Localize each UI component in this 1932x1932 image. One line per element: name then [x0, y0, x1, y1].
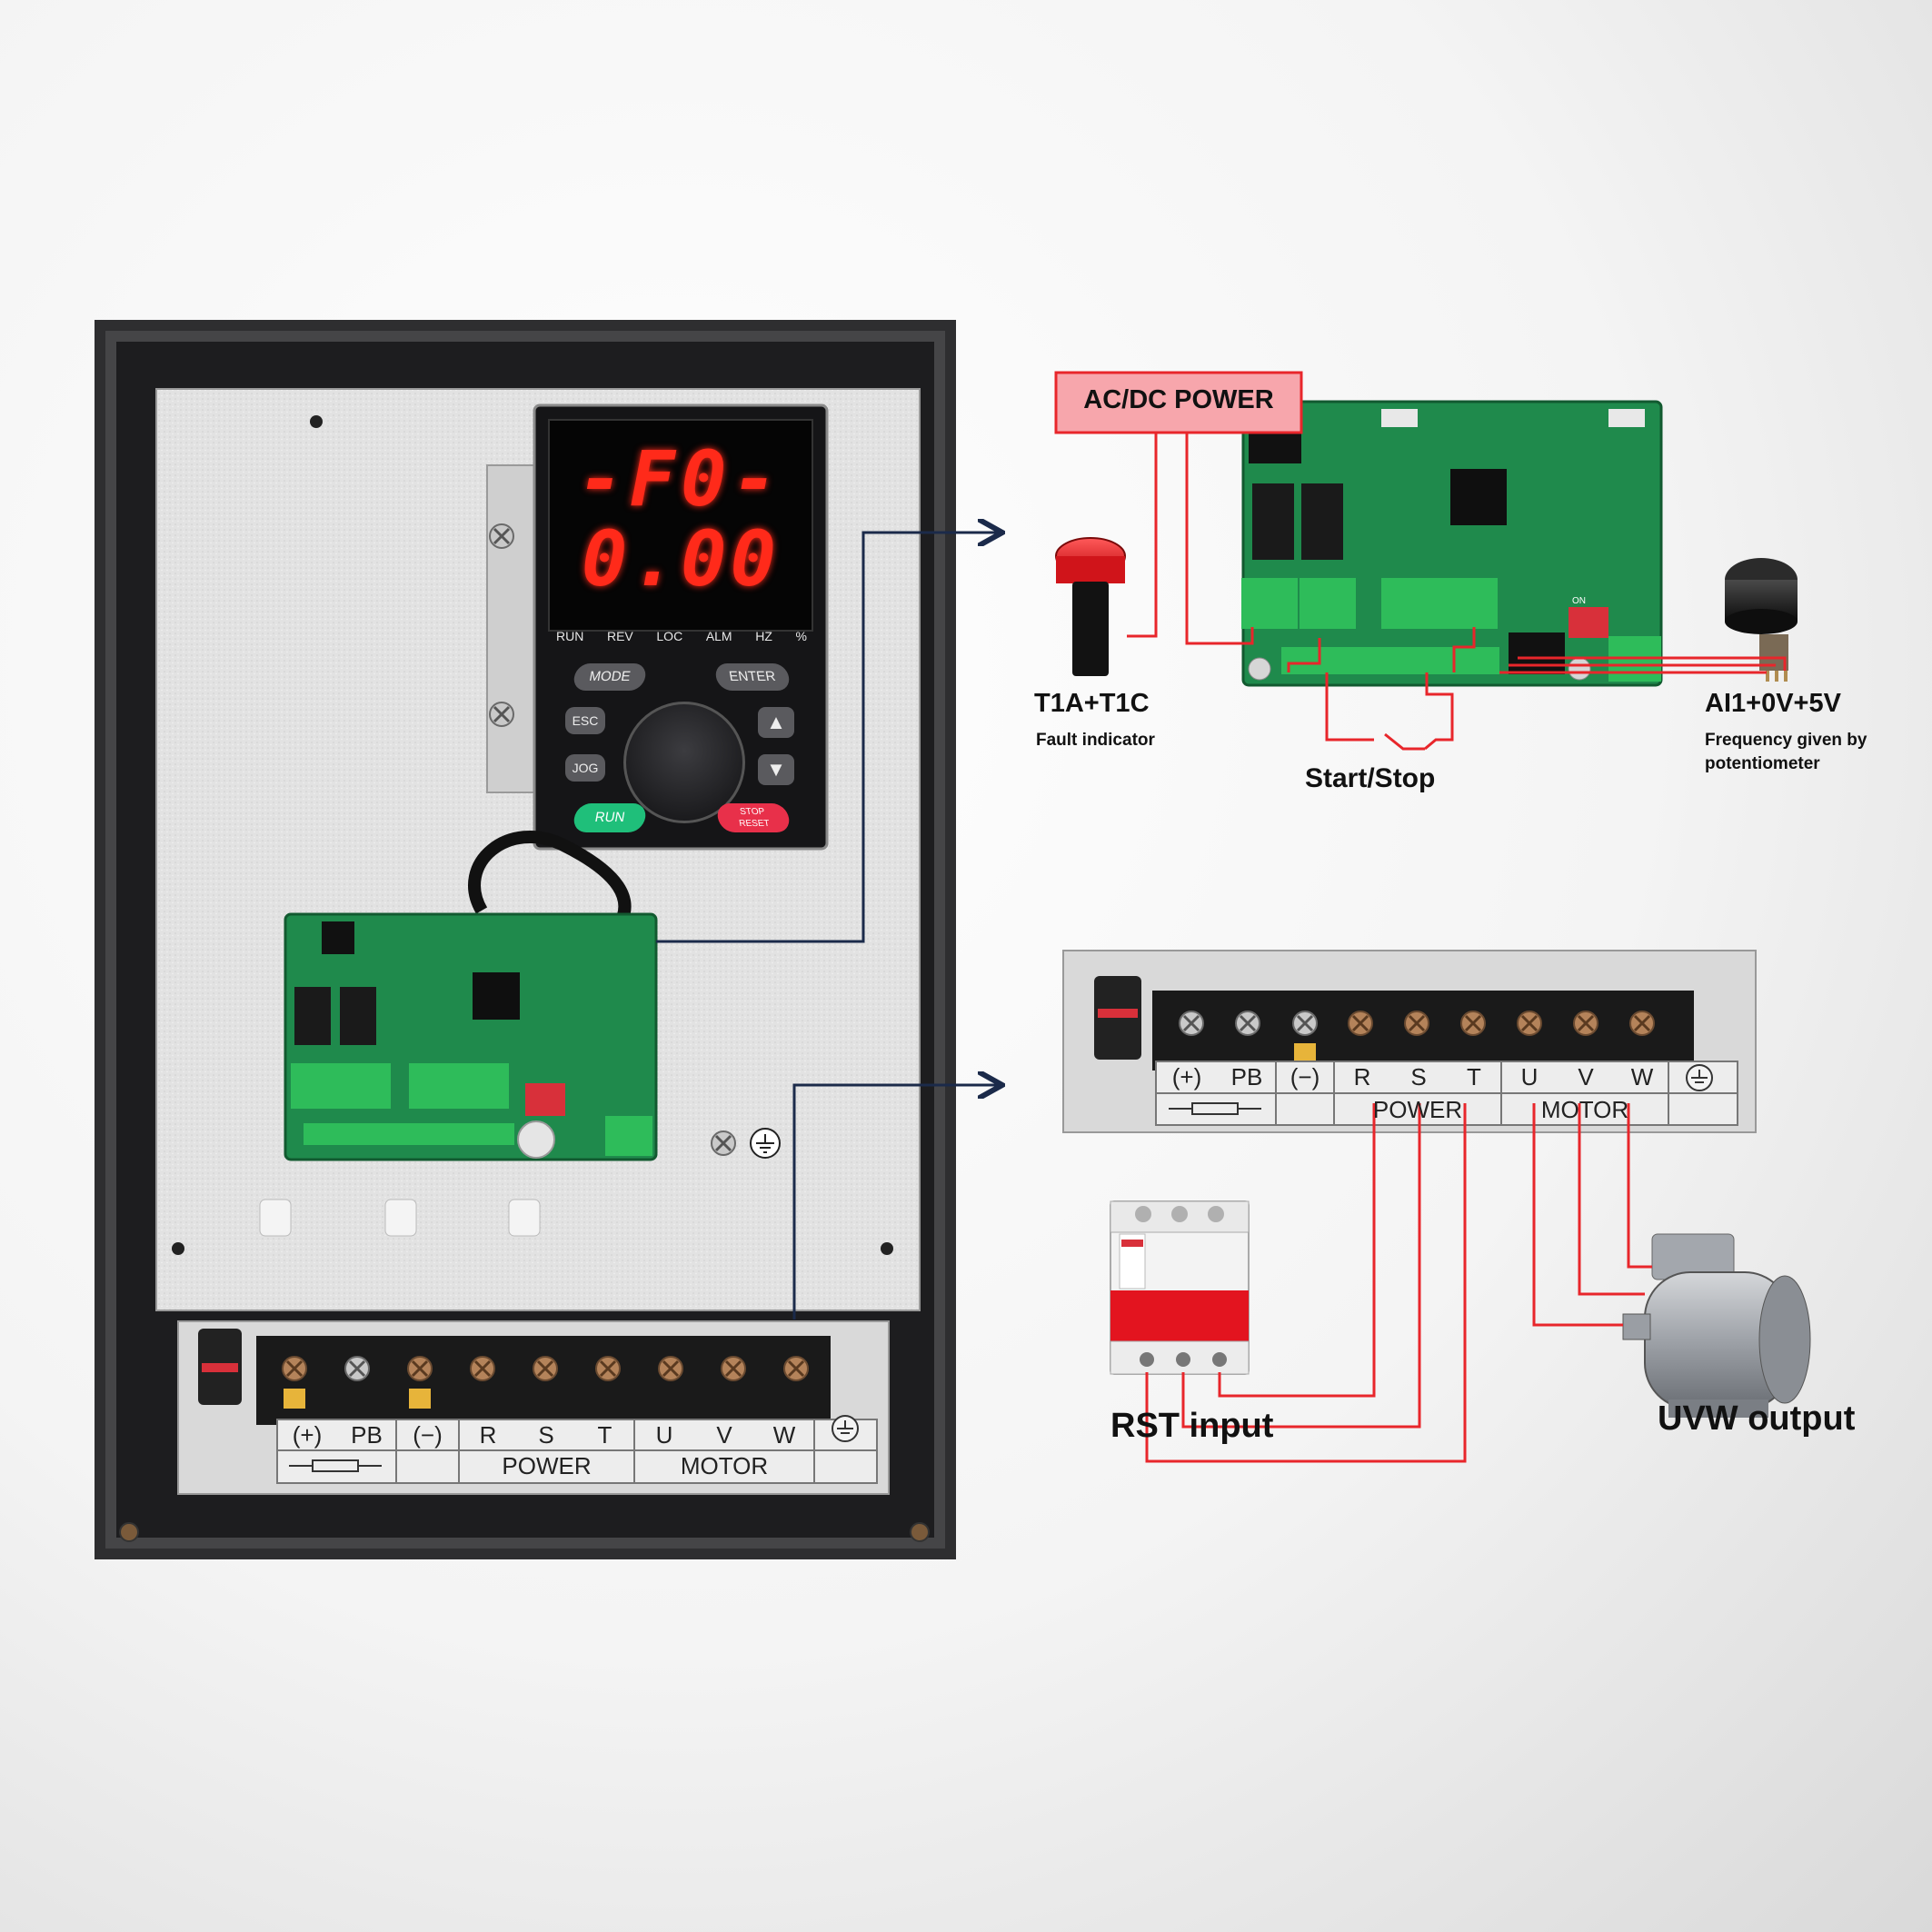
- keypad: [533, 403, 829, 851]
- callout-connectors: [656, 533, 1000, 1320]
- enter-button[interactable]: ENTER: [713, 663, 792, 691]
- terminal-minus: (−): [1290, 1063, 1320, 1090]
- left-group-power: POWER: [502, 1452, 592, 1479]
- jog-button[interactable]: JOG: [565, 754, 605, 782]
- ac-dc-power-label: AC/DC POWER: [1083, 385, 1274, 414]
- terminal-plus: (+): [292, 1421, 323, 1449]
- terminal-t: T: [597, 1421, 612, 1449]
- terminal-t: T: [1467, 1063, 1481, 1090]
- ground-icon: [750, 1128, 781, 1159]
- fault-caption: Fault indicator: [1036, 731, 1155, 750]
- terminal-v: V: [716, 1421, 732, 1449]
- display-line-2: 0.00: [581, 514, 781, 603]
- terminal-u: U: [1520, 1063, 1539, 1090]
- display-line-1: -F0-: [577, 434, 784, 523]
- indicator-alm: ALM: [705, 629, 732, 643]
- esc-button[interactable]: ESC: [565, 707, 605, 734]
- ground-icon: [832, 1415, 859, 1442]
- terminal-minus: (−): [413, 1421, 443, 1449]
- ai-caption-line-1: Frequency given by: [1705, 731, 1867, 750]
- indicator-run: RUN: [556, 629, 584, 643]
- start-stop-label: Start/Stop: [1305, 763, 1436, 793]
- circuit-breaker: [1110, 1200, 1250, 1375]
- terminal-r: R: [479, 1421, 497, 1449]
- mode-button[interactable]: MODE: [572, 663, 648, 691]
- right-group-power: POWER: [1372, 1096, 1463, 1123]
- terminal-v: V: [1578, 1063, 1594, 1090]
- rst-input-label: RST input: [1110, 1407, 1274, 1445]
- stop-label: STOP: [739, 807, 766, 817]
- indicator-hz: HZ: [755, 629, 772, 643]
- ground-icon: [1686, 1064, 1713, 1091]
- indicator-percent: %: [795, 629, 807, 643]
- indicator-loc: LOC: [656, 629, 683, 643]
- terminal-pb: PB: [1230, 1063, 1263, 1090]
- terminal-plus: (+): [1171, 1063, 1202, 1090]
- uvw-output-label: UVW output: [1658, 1399, 1856, 1438]
- right-group-motor: MOTOR: [1540, 1096, 1629, 1123]
- terminal-w: W: [1630, 1063, 1654, 1090]
- left-group-motor: MOTOR: [680, 1452, 769, 1479]
- reset-label: RESET: [738, 819, 771, 829]
- terminal-r: R: [1353, 1063, 1371, 1090]
- motor: [1622, 1233, 1811, 1418]
- terminal-w: W: [772, 1421, 796, 1449]
- terminal-pb: PB: [351, 1421, 383, 1449]
- control-wiring: [1127, 433, 1787, 751]
- jog-dial[interactable]: [623, 702, 745, 823]
- terminal-s: S: [1410, 1063, 1427, 1090]
- arrow-up-button[interactable]: ▲: [758, 707, 794, 738]
- terminal-s: S: [538, 1421, 554, 1449]
- stop-reset-button[interactable]: STOP RESET: [715, 803, 792, 832]
- dip-switch-label: ON: [1572, 596, 1586, 606]
- main-terminal-block: [177, 1320, 890, 1495]
- ai-terminal-label: AI1+0V+5V: [1705, 689, 1841, 718]
- control-board-installed: [284, 830, 658, 1161]
- indicator-rev: REV: [606, 629, 633, 643]
- right-terminal-symbols: (+) PB (−) R S T U V W: [1156, 1061, 1738, 1092]
- power-wiring: [1145, 1103, 1652, 1463]
- arrow-down-button[interactable]: ▼: [758, 754, 794, 785]
- fault-terminal-label: T1A+T1C: [1034, 689, 1150, 718]
- led-display: [548, 419, 813, 632]
- control-board-detail: [1241, 400, 1663, 687]
- ac-dc-power-box: [1054, 371, 1303, 434]
- indicator-row: RUN REV LOC ALM HZ %: [556, 629, 807, 643]
- indicator-lamp: [1055, 537, 1126, 676]
- potentiometer: [1725, 558, 1798, 682]
- run-button[interactable]: RUN: [572, 803, 648, 832]
- terminal-u: U: [655, 1421, 673, 1449]
- ai-caption-line-2: potentiometer: [1705, 754, 1820, 773]
- left-terminal-symbols: (+) PB (−) R S T U V W: [277, 1419, 877, 1450]
- terminal-block-detail: [1062, 950, 1757, 1133]
